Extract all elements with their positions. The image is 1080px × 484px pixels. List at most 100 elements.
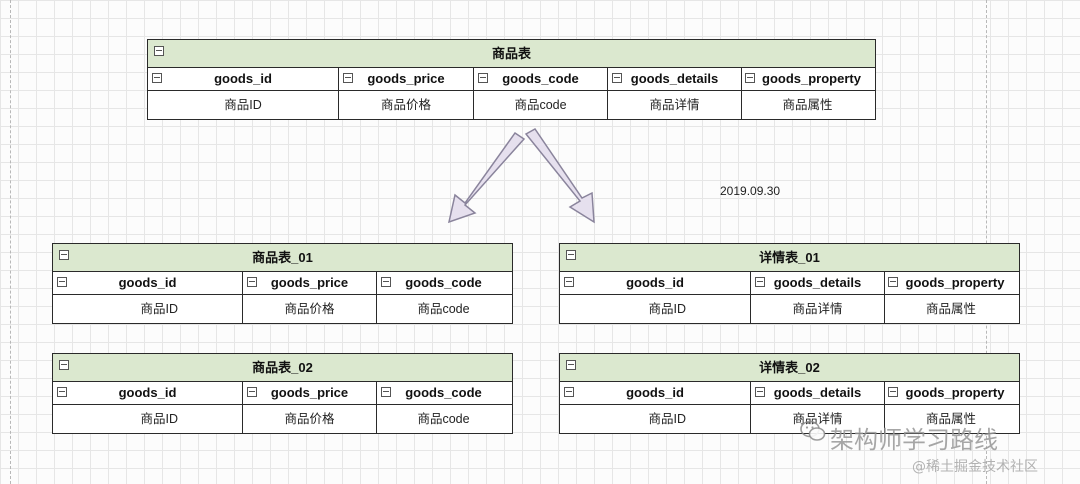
collapse-icon[interactable] [888,277,898,287]
column-header-goods-code[interactable]: goods_code [474,68,608,90]
collapse-icon[interactable] [57,277,67,287]
column-header-goods-id[interactable]: goods_id [53,272,243,294]
detail-table-01[interactable]: 详情表_01 goods_id goods_details goods_prop… [559,243,1020,324]
collapse-icon[interactable] [478,73,488,83]
column-label: goods_code [405,275,482,290]
date-label: 2019.09.30 [720,184,781,198]
table-cell[interactable]: 商品价格 [339,91,474,119]
column-label: goods_details [773,385,862,400]
column-header-goods-code[interactable]: goods_code [377,382,510,404]
column-header-goods-id[interactable]: goods_id [148,68,339,90]
goods-table-02-header-row: goods_id goods_price goods_code [53,382,512,405]
collapse-icon[interactable] [888,387,898,397]
split-arrow-right[interactable] [524,128,595,224]
main-table-header-row: goods_id goods_price goods_code goods_de… [148,68,875,91]
goods-table-01-value-row: 商品ID 商品价格 商品code [53,295,512,323]
column-label: goods_price [270,385,349,400]
collapse-icon[interactable] [154,46,164,56]
goods-table-02[interactable]: 商品表_02 goods_id goods_price goods_code 商… [52,353,513,434]
collapse-icon[interactable] [755,277,765,287]
table-cell[interactable]: 商品ID [53,295,243,323]
collapse-icon[interactable] [381,277,391,287]
detail-table-02[interactable]: 详情表_02 goods_id goods_details goods_prop… [559,353,1020,434]
collapse-icon[interactable] [247,277,257,287]
collapse-icon[interactable] [57,387,67,397]
table-cell[interactable]: 商品code [474,91,608,119]
collapse-icon[interactable] [59,250,69,260]
table-cell[interactable]: 商品价格 [243,295,377,323]
column-header-goods-property[interactable]: goods_property [885,382,1017,404]
table-cell[interactable]: 商品code [417,302,470,316]
column-header-goods-id[interactable]: goods_id [560,382,751,404]
column-label: goods_details [773,275,862,290]
collapse-icon[interactable] [59,360,69,370]
split-arrow-left[interactable] [447,131,526,224]
column-label: goods_id [214,71,272,86]
column-header-goods-price[interactable]: goods_price [243,272,377,294]
goods-table-02-title-bar: 商品表_02 [53,354,512,382]
main-table-title: 商品表 [491,46,531,61]
table-cell[interactable]: 商品code [417,412,470,426]
main-table[interactable]: 商品表 goods_id goods_price goods_code good… [147,39,876,120]
table-cell[interactable]: 商品属性 [925,412,976,426]
column-header-goods-price[interactable]: goods_price [339,68,474,90]
goods-table-01-title-bar: 商品表_01 [53,244,512,272]
column-header-goods-price[interactable]: goods_price [243,382,377,404]
main-table-title-bar: 商品表 [148,40,875,68]
collapse-icon[interactable] [381,387,391,397]
collapse-icon[interactable] [564,387,574,397]
detail-table-02-title-bar: 详情表_02 [560,354,1019,382]
table-cell[interactable]: 商品ID [53,405,243,433]
column-header-goods-details[interactable]: goods_details [751,272,885,294]
column-label: goods_id [626,385,684,400]
column-header-goods-id[interactable]: goods_id [560,272,751,294]
detail-table-02-header-row: goods_id goods_details goods_property [560,382,1019,405]
goods-table-02-title: 商品表_02 [252,360,313,375]
detail-table-02-title: 详情表_02 [759,360,820,375]
column-label: goods_code [405,385,482,400]
collapse-icon[interactable] [566,250,576,260]
column-label: goods_price [270,275,349,290]
table-cell[interactable]: 商品ID [148,91,339,119]
goods-table-01-header-row: goods_id goods_price goods_code [53,272,512,295]
table-cell[interactable]: 商品详情 [751,295,885,323]
table-cell[interactable]: 商品属性 [782,98,833,112]
collapse-icon[interactable] [247,387,257,397]
column-label: goods_property [905,385,1005,400]
column-header-goods-code[interactable]: goods_code [377,272,510,294]
column-label: goods_id [626,275,684,290]
collapse-icon[interactable] [343,73,353,83]
column-header-goods-details[interactable]: goods_details [608,68,742,90]
goods-table-01[interactable]: 商品表_01 goods_id goods_price goods_code 商… [52,243,513,324]
collapse-icon[interactable] [612,73,622,83]
detail-table-01-header-row: goods_id goods_details goods_property [560,272,1019,295]
column-label: goods_details [630,71,719,86]
collapse-icon[interactable] [755,387,765,397]
guide-line-right [986,0,987,484]
table-cell[interactable]: 商品价格 [243,405,377,433]
column-label: goods_code [502,71,579,86]
column-header-goods-property[interactable]: goods_property [885,272,1017,294]
column-header-goods-details[interactable]: goods_details [751,382,885,404]
collapse-icon[interactable] [152,73,162,83]
collapse-icon[interactable] [564,277,574,287]
column-header-goods-id[interactable]: goods_id [53,382,243,404]
watermark-main: 架构师学习路线 [830,426,998,454]
detail-table-01-value-row: 商品ID 商品详情 商品属性 [560,295,1019,323]
column-header-goods-property[interactable]: goods_property [742,68,873,90]
table-cell[interactable]: 商品详情 [608,91,742,119]
table-cell[interactable]: 商品ID [560,405,751,433]
goods-table-01-title: 商品表_01 [252,250,313,265]
column-label: goods_id [118,385,177,400]
wechat-icon [800,420,826,441]
column-label: goods_id [118,275,177,290]
collapse-icon[interactable] [745,73,755,83]
guide-line-left [10,0,11,484]
detail-table-01-title-bar: 详情表_01 [560,244,1019,272]
table-cell[interactable]: 商品属性 [925,302,976,316]
column-label: goods_price [367,71,445,86]
watermark-sub: @稀土掘金技术社区 [912,459,1038,475]
table-cell[interactable]: 商品ID [560,295,751,323]
column-label: goods_property [905,275,1005,290]
collapse-icon[interactable] [566,360,576,370]
